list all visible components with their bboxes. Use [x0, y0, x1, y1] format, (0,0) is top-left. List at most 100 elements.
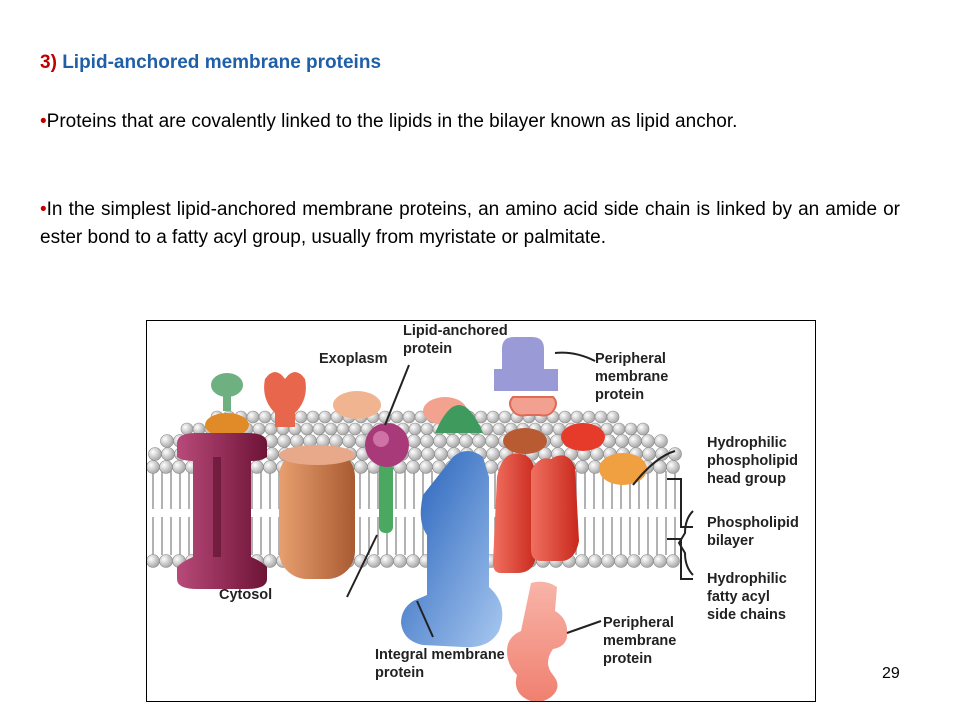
label-peripheral-top-1: Peripheral: [595, 351, 666, 367]
phospholipid-head: [159, 460, 173, 474]
phospholipid-head: [324, 422, 338, 436]
phospholipid-head: [570, 410, 584, 424]
phospholipid-head: [148, 447, 162, 461]
phospholipid-head: [419, 460, 433, 474]
label-fatty-2: fatty acyl: [707, 589, 770, 605]
phospholipid-head: [390, 410, 404, 424]
label-cytosol: Cytosol: [219, 587, 272, 603]
phospholipid-head: [492, 422, 506, 436]
phospholipid-head: [306, 410, 320, 424]
label-bilayer-1: Phospholipid: [707, 515, 799, 531]
label-peripheral-bottom-3: protein: [603, 651, 652, 667]
bullet-marker: •: [40, 111, 47, 132]
phospholipid-head: [421, 447, 435, 461]
phospholipid-head: [312, 422, 326, 436]
phospholipid-head: [575, 460, 589, 474]
phospholipid-head: [406, 460, 420, 474]
phospholipid-head: [558, 410, 572, 424]
phospholipid-head: [624, 422, 638, 436]
phospholipid-head: [640, 554, 654, 568]
phospholipid-head: [588, 554, 602, 568]
phospholipid-head: [336, 422, 350, 436]
phospholipid-head: [300, 422, 314, 436]
phospholipid-head: [160, 434, 174, 448]
phospholipid-head: [172, 460, 186, 474]
heading-number: 3): [40, 52, 57, 73]
phospholipid-head: [263, 460, 277, 474]
phospholipid-head: [540, 422, 554, 436]
phospholipid-head: [668, 447, 682, 461]
phospholipid-head: [498, 410, 512, 424]
label-fatty-1: Hydrophilic: [707, 571, 787, 587]
phospholipid-head: [459, 434, 473, 448]
integral-protein-blue: [401, 451, 503, 648]
peripheral-protein-bottom: [507, 581, 568, 701]
bullet-marker: •: [40, 199, 47, 220]
phospholipid-head: [318, 410, 332, 424]
label-exoplasm: Exoplasm: [319, 351, 388, 367]
phospholipid-head: [277, 434, 291, 448]
phospholipid-head: [147, 460, 160, 474]
page-number: 29: [882, 665, 900, 682]
phospholipid-head: [446, 434, 460, 448]
label-integral-2: protein: [375, 665, 424, 681]
phospholipid-head: [628, 434, 642, 448]
leader-lines: [346, 351, 694, 638]
transmembrane-block-protein: [279, 445, 355, 579]
phospholipid-head: [246, 410, 260, 424]
membrane-diagram: Exoplasm Cytosol Lipid-anchored protein …: [146, 320, 816, 702]
phospholipid-head: [614, 554, 628, 568]
phospholipid-head: [252, 422, 266, 436]
phospholipid-head: [575, 554, 589, 568]
label-lipid-anchored-1: Lipid-anchored: [403, 323, 508, 339]
slide-heading: 3) Lipid-anchored membrane proteins: [40, 52, 381, 74]
channel-protein: [177, 433, 267, 589]
phospholipid-head: [258, 410, 272, 424]
label-integral-1: Integral membrane: [375, 647, 505, 663]
phospholipid-head: [636, 422, 650, 436]
phospholipid-head: [393, 554, 407, 568]
paragraph-1-text: Proteins that are covalently linked to t…: [46, 111, 738, 132]
phospholipid-head: [406, 554, 420, 568]
phospholipid-head: [348, 422, 362, 436]
bullet-paragraph-2: •In the simplest lipid-anchored membrane…: [40, 196, 900, 252]
integral-protein-red: [493, 453, 579, 573]
phospholipid-head: [408, 447, 422, 461]
label-peripheral-top-3: protein: [595, 387, 644, 403]
label-peripheral-top-2: membrane: [595, 369, 668, 385]
surface-proteins: [205, 372, 647, 485]
phospholipid-head: [486, 410, 500, 424]
phospholipid-head: [627, 554, 641, 568]
peripheral-protein-top: [494, 337, 558, 417]
phospholipid-head: [250, 460, 264, 474]
label-hydrophilic-head-1: Hydrophilic: [707, 435, 787, 451]
label-bilayer-2: bilayer: [707, 533, 754, 549]
label-hydrophilic-head-2: phospholipid: [707, 453, 798, 469]
phospholipid-head: [666, 460, 680, 474]
phospholipid-head: [380, 554, 394, 568]
phospholipid-head: [420, 434, 434, 448]
phospholipid-head: [642, 447, 656, 461]
phospholipid-head: [180, 422, 194, 436]
phospholipid-head: [402, 410, 416, 424]
phospholipid-head: [147, 554, 160, 568]
phospholipid-head: [342, 434, 356, 448]
lipid-anchored-protein: [365, 423, 409, 533]
phospholipid-head: [265, 447, 279, 461]
phospholipid-head: [612, 422, 626, 436]
diagram-labels: Exoplasm Cytosol Lipid-anchored protein …: [219, 323, 799, 681]
phospholipid-head: [480, 422, 494, 436]
label-peripheral-bottom-2: membrane: [603, 633, 676, 649]
phospholipid-head: [354, 460, 368, 474]
phospholipid-head: [486, 447, 500, 461]
phospholipid-head: [159, 554, 173, 568]
phospholipid-head: [367, 554, 381, 568]
phospholipid-head: [641, 434, 655, 448]
phospholipid-head: [594, 410, 608, 424]
bullet-paragraph-1: •Proteins that are covalently linked to …: [40, 108, 900, 136]
phospholipid-head: [420, 422, 434, 436]
label-peripheral-bottom-1: Peripheral: [603, 615, 674, 631]
label-fatty-3: side chains: [707, 607, 786, 623]
phospholipid-head: [666, 554, 680, 568]
phospholipid-head: [582, 410, 596, 424]
